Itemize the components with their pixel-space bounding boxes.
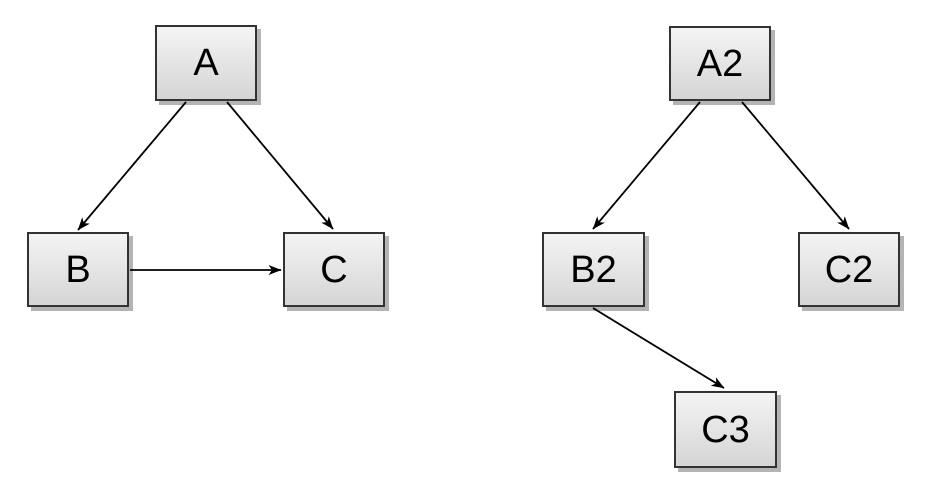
- edge-A2-B2: [592, 101, 701, 230]
- edge-A-B: [77, 101, 187, 231]
- node-label-C3: C3: [701, 408, 750, 451]
- edge-A2-C2: [741, 101, 850, 230]
- node-C[interactable]: C: [283, 232, 385, 307]
- node-A2[interactable]: A2: [669, 26, 771, 101]
- node-A[interactable]: A: [155, 25, 257, 101]
- node-label-C2: C2: [824, 248, 874, 291]
- node-B2[interactable]: B2: [542, 232, 645, 307]
- node-B[interactable]: B: [27, 232, 129, 307]
- edge-A-C: [226, 101, 334, 230]
- node-label-B: B: [65, 248, 91, 291]
- node-label-B2: B2: [570, 248, 617, 291]
- node-label-C: C: [320, 248, 348, 291]
- node-label-A: A: [193, 42, 219, 84]
- node-label-A2: A2: [696, 42, 744, 85]
- node-C2[interactable]: C2: [798, 232, 900, 307]
- node-C3[interactable]: C3: [674, 391, 777, 468]
- edge-B2-C3: [592, 307, 725, 389]
